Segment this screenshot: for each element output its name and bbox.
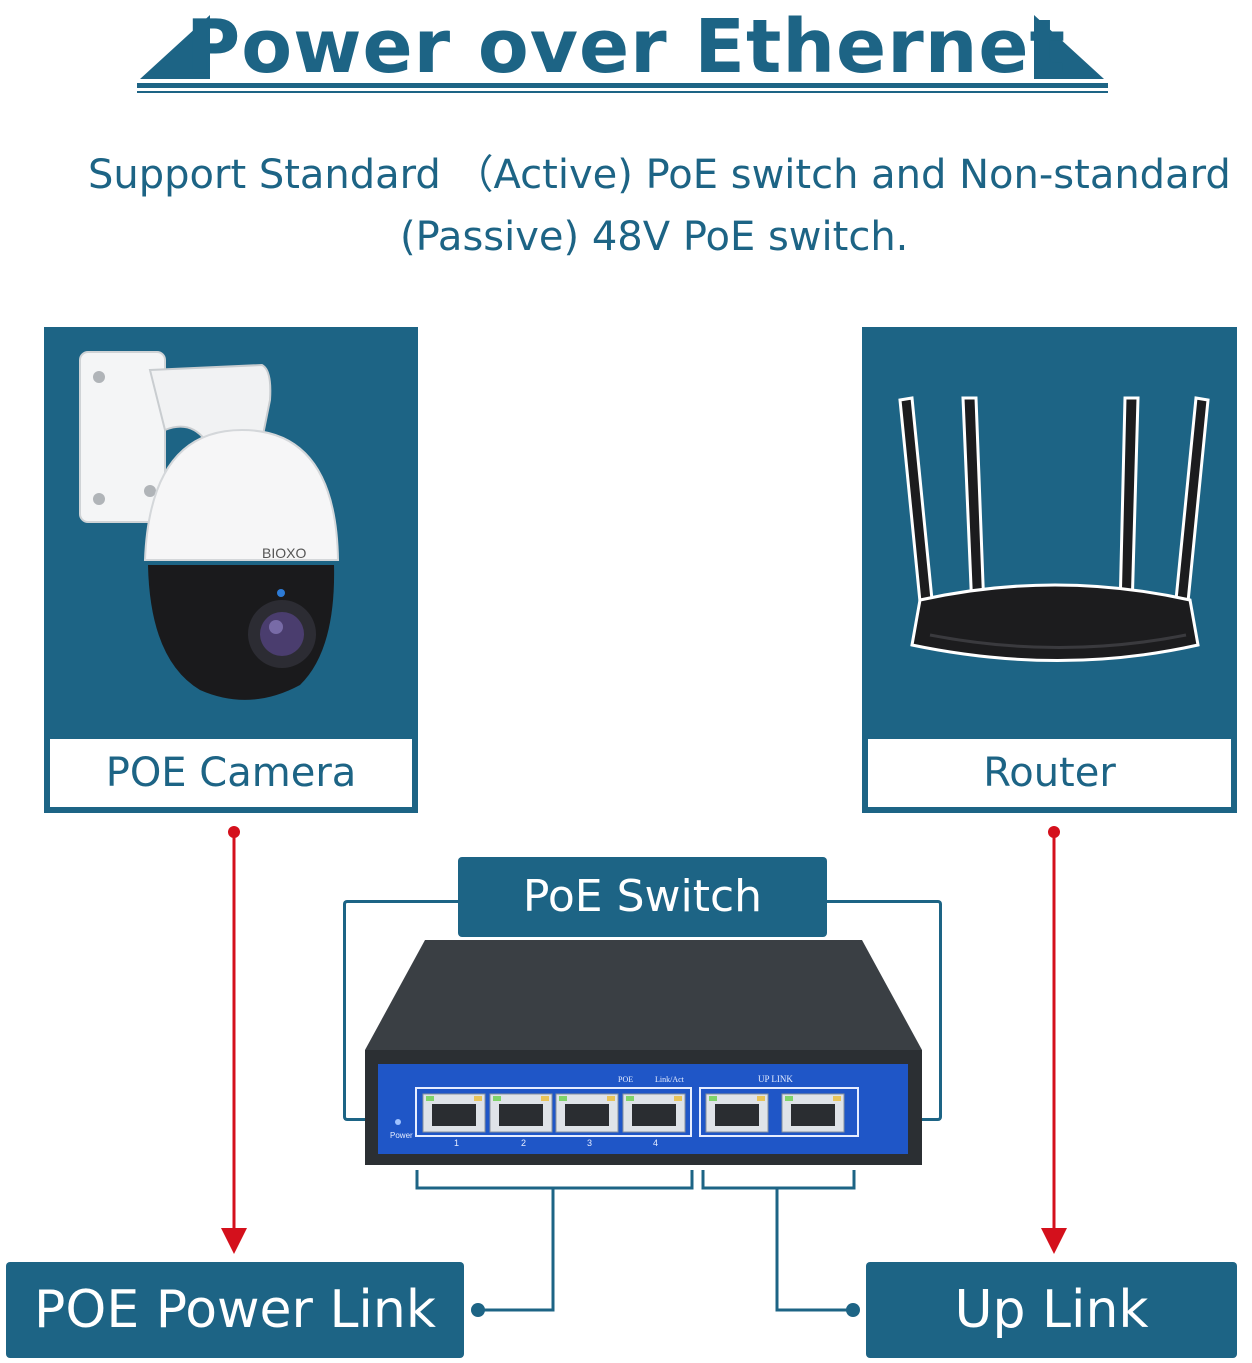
- port-led: [426, 1096, 434, 1101]
- connector-dot: [846, 1303, 860, 1317]
- port-led: [785, 1096, 793, 1101]
- camera-brand: BIOXO: [262, 545, 306, 561]
- subtitle-line-1: Support Standard （Active) PoE switch and…: [88, 152, 1231, 198]
- poe-power-connector: [478, 1188, 555, 1312]
- poe-ports-bracket: [415, 1170, 694, 1190]
- switch-top: [365, 940, 922, 1050]
- subtitle-line-2: (Passive) 48V PoE switch.: [400, 214, 909, 260]
- camera-screw: [93, 371, 105, 383]
- camera-wall-plate: [79, 351, 166, 523]
- router-arrow-head: [1041, 1228, 1067, 1254]
- port-led: [757, 1096, 765, 1101]
- port-label: 3: [587, 1138, 592, 1148]
- port-label: 2: [521, 1138, 526, 1148]
- port-led: [541, 1096, 549, 1101]
- rj45-socket: [499, 1104, 543, 1126]
- camera-screw: [93, 493, 105, 505]
- rj45-socket: [565, 1104, 609, 1126]
- camera-screw: [144, 485, 156, 497]
- up-link-text: UP LINK: [758, 1074, 793, 1084]
- rj45-socket: [432, 1104, 476, 1126]
- port-led: [493, 1096, 501, 1101]
- title-underline-thin: [137, 91, 1108, 93]
- power-text: Power: [390, 1131, 413, 1140]
- router-body: [910, 583, 1200, 662]
- port-label: 1: [454, 1138, 459, 1148]
- title-left-triangle: [140, 15, 210, 79]
- power-led: [395, 1119, 401, 1125]
- poe-switch-label: PoE Switch: [458, 857, 827, 937]
- port-led: [674, 1096, 682, 1101]
- rj45-socket: [632, 1104, 676, 1126]
- port-led: [474, 1096, 482, 1101]
- router-label: Router: [868, 739, 1231, 807]
- port-led: [607, 1096, 615, 1101]
- up-link-label: Up Link: [866, 1262, 1237, 1358]
- title-right-triangle: [1034, 15, 1104, 79]
- up-link-connector: [775, 1188, 853, 1312]
- title-underline: [137, 83, 1108, 88]
- rj45-socket: [715, 1104, 759, 1126]
- port-led: [626, 1096, 634, 1101]
- poe-camera-label: POE Camera: [50, 739, 412, 807]
- port-led: [833, 1096, 841, 1101]
- port-led: [709, 1096, 717, 1101]
- page-title: Power over Ethernet: [186, 4, 1066, 90]
- port-led: [559, 1096, 567, 1101]
- port-label: 4: [653, 1138, 658, 1148]
- link-act-text: Link/Act: [655, 1075, 685, 1084]
- camera-dome-top: [143, 428, 340, 561]
- uplink-ports-bracket: [701, 1170, 856, 1190]
- poe-power-link-label: POE Power Link: [6, 1262, 464, 1358]
- connector-dot: [471, 1303, 485, 1317]
- camera-arrow-head: [221, 1228, 247, 1254]
- poe-text: POE: [618, 1075, 633, 1084]
- rj45-socket: [791, 1104, 835, 1126]
